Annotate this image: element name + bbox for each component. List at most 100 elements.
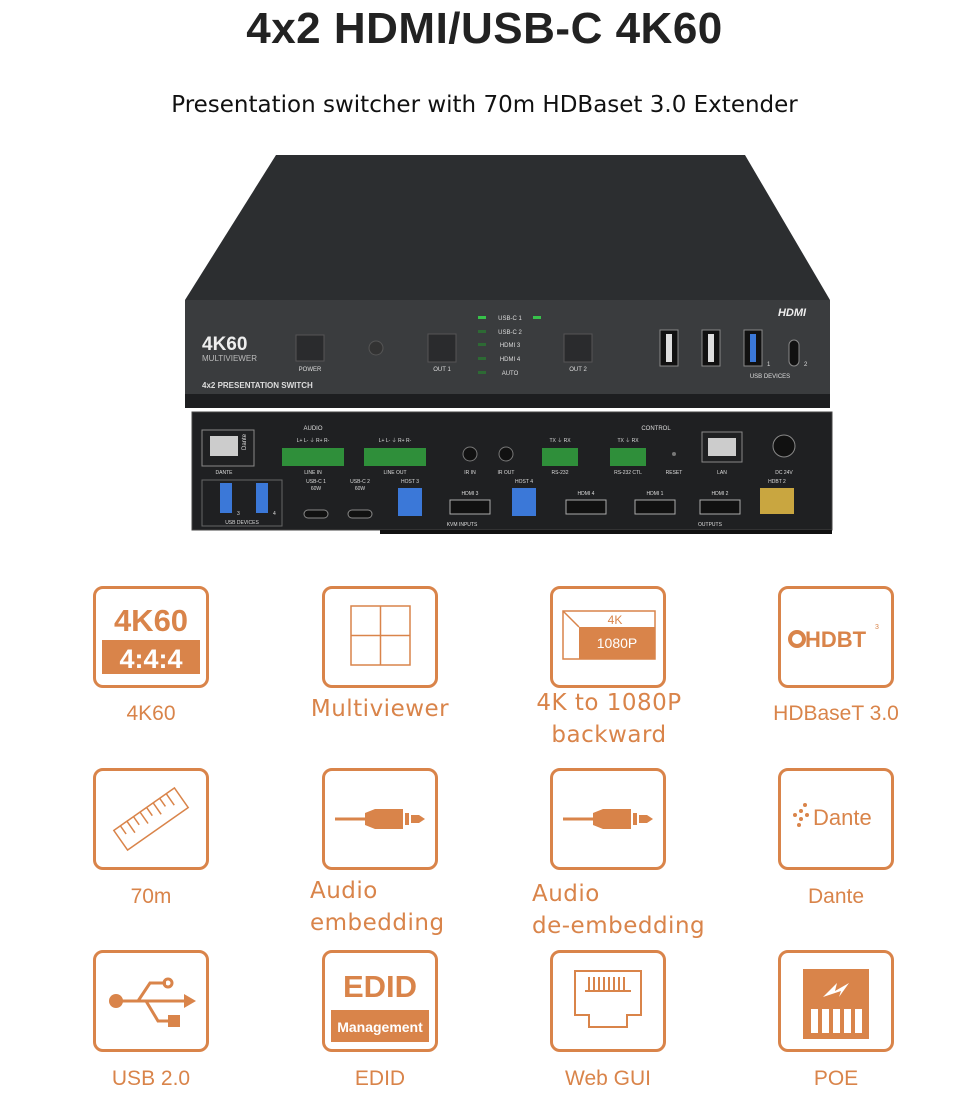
svg-text:OUTPUTS: OUTPUTS: [698, 522, 723, 528]
svg-text:POWER: POWER: [299, 367, 322, 373]
svg-text:HDBT 2: HDBT 2: [768, 479, 786, 485]
svg-text:OUT 2: OUT 2: [569, 367, 587, 373]
feature-label-hdbaset: HDBaseT 3.0: [773, 702, 899, 725]
svg-text:Dante: Dante: [242, 433, 248, 450]
feature-70m-box: [93, 768, 209, 870]
feature-audio-embed-box: [322, 768, 438, 870]
source-auto: AUTO: [502, 371, 519, 377]
out2-button: [563, 333, 593, 363]
ethernet-port-icon: [574, 970, 642, 1028]
svg-text:LINE IN: LINE IN: [304, 470, 322, 476]
device-top: [185, 155, 830, 300]
svg-text:DC 24V: DC 24V: [775, 470, 793, 476]
source-usbc2: USB-C 2: [498, 330, 522, 336]
svg-text:4K: 4K: [608, 613, 623, 627]
svg-text:3: 3: [875, 624, 879, 631]
feature-hdbaset-box: HDBT 3: [778, 586, 894, 688]
svg-text:USB DEVICES: USB DEVICES: [225, 520, 259, 526]
svg-text:4: 4: [273, 511, 276, 517]
feature-edid-box: EDID Management: [322, 950, 438, 1052]
svg-text:TX ⏚ RX: TX ⏚ RX: [617, 437, 639, 444]
device-front: [185, 300, 830, 395]
svg-text:RS-232 CTL: RS-232 CTL: [614, 470, 642, 476]
svg-text:HDMI 2: HDMI 2: [712, 491, 729, 497]
device-image: 4K60 MULTIVIEWER 4x2 PRESENTATION SWITCH…: [185, 155, 833, 534]
feature-usb-box: [93, 950, 209, 1052]
feature-audio-deembed-box: [550, 768, 666, 870]
svg-text:KVM INPUTS: KVM INPUTS: [447, 522, 478, 528]
svg-text:L+ L- ⏚ R+ R-: L+ L- ⏚ R+ R-: [379, 437, 412, 444]
feature-label-multiviewer: Multiviewer: [310, 696, 450, 722]
feature-4k60-box: 4K60 4:4:4: [93, 586, 209, 688]
edid-icon: EDID Management: [331, 969, 429, 1042]
poe-icon: [803, 969, 869, 1039]
svg-text:Management: Management: [337, 1019, 423, 1035]
feature-downscale-box: 4K 1080P: [550, 586, 666, 688]
svg-text:2: 2: [804, 362, 808, 368]
svg-text:Dante: Dante: [813, 805, 872, 830]
feature-label-audio-embed: Audio embedding: [310, 878, 445, 936]
device-badge-sub: MULTIVIEWER: [202, 354, 257, 363]
page-title: 4x2 HDMI/USB-C 4K60: [246, 4, 723, 53]
multiviewer-grid-icon: [350, 605, 411, 666]
svg-text:CONTROL: CONTROL: [641, 426, 671, 432]
front-usb-devices-label: USB DEVICES: [750, 374, 790, 380]
feature-dante-box: Dante: [778, 768, 894, 870]
feature-poe-box: [778, 950, 894, 1052]
feature-label-dante: Dante: [807, 885, 865, 908]
svg-text:HOST 4: HOST 4: [515, 479, 533, 485]
power-button: [295, 334, 325, 362]
source-hdmi4: HDMI 4: [500, 357, 521, 363]
svg-text:EDID: EDID: [343, 969, 417, 1004]
feature-label-poe: POE: [813, 1067, 859, 1090]
svg-text:IR IN: IR IN: [464, 470, 476, 476]
feature-label-usb: USB 2.0: [111, 1067, 191, 1090]
svg-text:L+ L- ⏚ R+ R-: L+ L- ⏚ R+ R-: [297, 437, 330, 444]
dante-logo-icon: Dante: [793, 803, 872, 830]
svg-text:TX ⏚ RX: TX ⏚ RX: [549, 437, 571, 444]
svg-text:1: 1: [767, 362, 771, 368]
ruler-icon: [112, 786, 190, 852]
svg-text:1080P: 1080P: [597, 635, 637, 651]
svg-text:4K60: 4K60: [114, 603, 188, 638]
svg-text:HDBT: HDBT: [805, 627, 867, 652]
svg-text:60W: 60W: [311, 486, 322, 492]
svg-text:OUT 1: OUT 1: [433, 367, 451, 373]
feature-multiviewer-box: [322, 586, 438, 688]
svg-text:RESET: RESET: [666, 470, 683, 476]
feature-label-webgui: Web GUI: [565, 1067, 651, 1090]
svg-text:HOST 3: HOST 3: [401, 479, 419, 485]
svg-text:USB-C 2: USB-C 2: [350, 479, 370, 485]
page-subtitle: Presentation switcher with 70m HDBaset 3…: [171, 92, 798, 118]
audio-jack-icon: [563, 809, 653, 829]
device-model: 4x2 PRESENTATION SWITCH: [202, 381, 313, 390]
svg-text:HDMI 1: HDMI 1: [647, 491, 664, 497]
svg-text:LAN: LAN: [717, 470, 727, 476]
svg-text:LINE OUT: LINE OUT: [383, 470, 406, 476]
feature-label-audio-deembed: Audio de-embedding: [532, 881, 706, 939]
svg-text:AUDIO: AUDIO: [303, 426, 322, 432]
hdbt-logo-icon: HDBT 3: [788, 624, 879, 652]
svg-text:HDMI 3: HDMI 3: [462, 491, 479, 497]
feature-label-4k60: 4K60: [126, 702, 176, 725]
svg-text:60W: 60W: [355, 486, 366, 492]
feature-webgui-box: [550, 950, 666, 1052]
svg-text:USB-C 1: USB-C 1: [306, 479, 326, 485]
feature-label-downscale: 4K to 1080P backward: [536, 690, 682, 748]
audio-jack-icon: [335, 809, 425, 829]
downscale-icon: 4K 1080P: [562, 610, 656, 660]
svg-text:4:4:4: 4:4:4: [119, 644, 182, 674]
svg-text:IR OUT: IR OUT: [498, 470, 515, 476]
feature-label-70m: 70m: [130, 885, 172, 908]
hdmi-logo: HDMI: [778, 307, 807, 319]
svg-text:3: 3: [237, 511, 240, 517]
4k60-444-icon: 4K60 4:4:4: [102, 603, 200, 674]
source-hdmi3: HDMI 3: [500, 343, 521, 349]
device-badge: 4K60: [202, 334, 247, 355]
usb-icon: [109, 977, 196, 1027]
svg-text:HDMI 4: HDMI 4: [578, 491, 595, 497]
out1-button: [427, 333, 457, 363]
svg-text:RS-232: RS-232: [552, 470, 569, 476]
svg-text:DANTE: DANTE: [216, 470, 234, 476]
feature-label-edid: EDID: [354, 1067, 406, 1090]
